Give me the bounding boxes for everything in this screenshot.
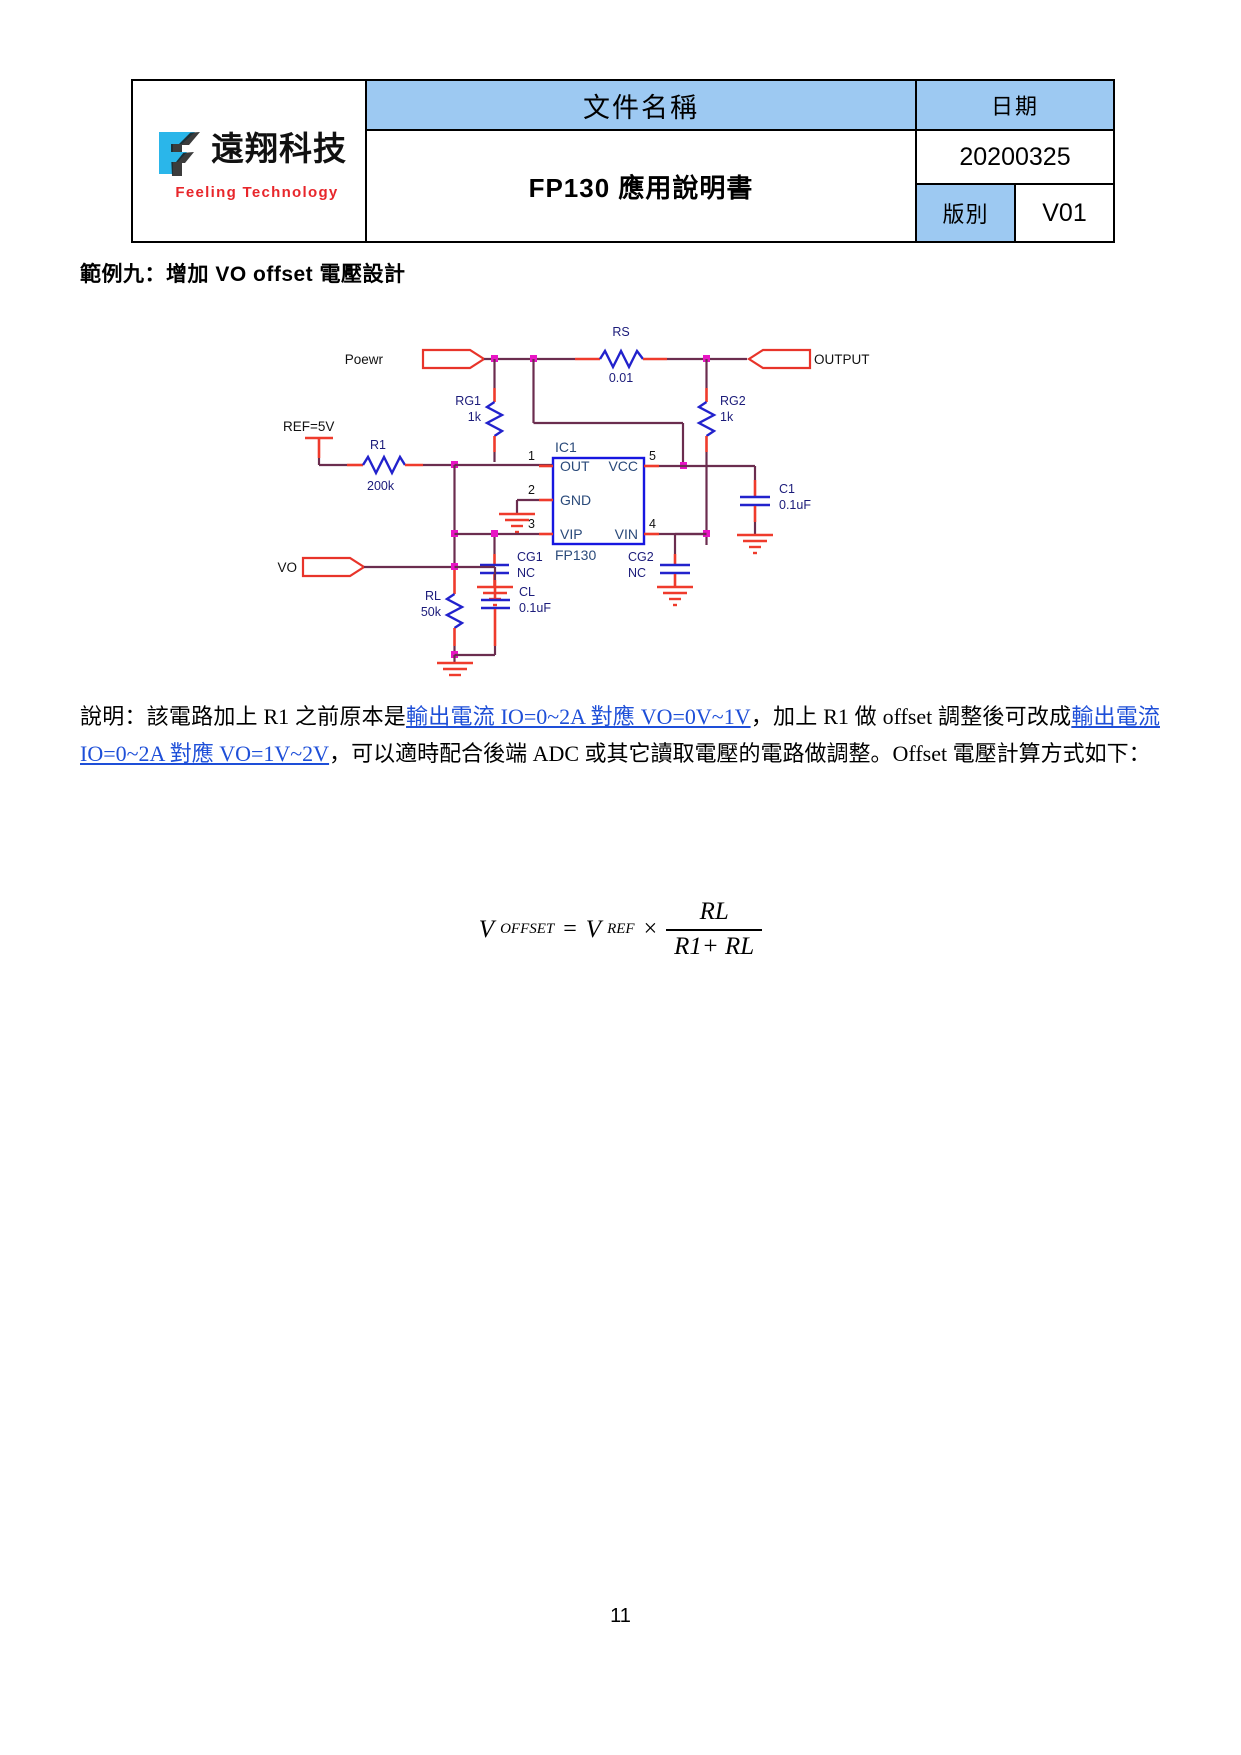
pin-4-name: VIN [615,526,638,542]
section-heading: 範例九：增加 VO offset 電壓設計 [80,263,406,286]
formula-equals: = [563,916,577,943]
label-rs-value: 0.01 [609,371,633,385]
label-c1-ref: C1 [779,482,795,496]
output-port-symbol [746,348,812,370]
logo-f-mark-icon [159,131,200,176]
resistor-rg2-symbol [696,401,717,437]
label-rl-value: 50k [421,605,442,619]
label-ic1-part: FP130 [555,547,596,563]
label-rl-ref: RL [425,589,441,603]
header-date-label: 日期 [990,94,1039,119]
formula-fraction: RL R1+ RL [666,898,763,962]
logo-chinese-name: 遠翔科技 [211,132,347,168]
label-rg2-value: 1k [720,410,734,424]
resistor-rl-symbol [444,593,465,629]
document-header-table: 遠翔科技 Feeling Technology 文件名稱 日期 FP130 應用… [131,79,1115,243]
power-port-label: Poewr [345,352,384,367]
vo-port-symbol [301,556,367,578]
label-r1-ref: R1 [370,438,386,452]
vo-port-label: VO [277,560,297,575]
ic1-body [551,456,646,546]
resistor-r1-symbol [361,454,407,476]
formula-lhs-var: V [478,915,495,943]
header-date-value: 20200325 [959,142,1071,171]
header-date-value-cell: 20200325 [915,129,1115,185]
paragraph-part-2: ，加上 R1 做 offset 調整後可改成 [750,704,1072,729]
label-c1-value: 0.1uF [779,498,811,512]
label-rg1-ref: RG1 [455,394,481,408]
pin-1-number: 1 [528,449,535,463]
pin-4-number: 4 [649,517,656,531]
logo-cell: 遠翔科技 Feeling Technology [131,79,367,243]
page-number: 11 [610,1605,631,1627]
header-doc-name-label: 文件名稱 [583,92,699,123]
label-cl-value: 0.1uF [519,601,551,615]
label-ref-5v: REF=5V [283,419,334,434]
formula-rhs-var: V [585,915,602,943]
label-cg2-value: NC [628,566,646,580]
paragraph-part-3: ，可以適時配合後端 ADC 或其它讀取電壓的電路做調整。Offset 電壓計算方… [329,741,1151,766]
label-cg1-value: NC [517,566,535,580]
junction-rg2-top [703,355,710,362]
formula-denominator: R1+ RL [674,932,755,960]
header-version-value-cell: V01 [1014,183,1115,243]
power-port-symbol [421,348,487,370]
circuit-schematic-svg: .w { stroke:#6b2d4f; stroke-width:2.2; f… [277,325,870,677]
label-r1-value: 200k [367,479,395,493]
label-rs-ref: RS [612,325,629,339]
junction-cg1 [491,530,498,537]
resistor-rs-symbol [598,348,644,370]
header-version-label: 版別 [942,202,989,227]
pin-5-number: 5 [649,449,656,463]
pin-1-name: OUT [560,458,590,474]
formula-times: × [643,916,658,943]
output-port-label: OUTPUT [814,352,870,367]
formula-rhs-subscript: REF [607,921,635,938]
label-cl-ref: CL [519,585,535,599]
formula-fraction-bar [666,928,763,931]
formula-lhs-subscript: OFFSET [500,921,555,938]
pin-3-number: 3 [528,517,535,531]
header-doc-title: FP130 應用說明書 [528,172,754,203]
formula-numerator: RL [699,898,729,925]
header-version-label-cell: 版別 [915,183,1016,243]
paragraph-part-1: 說明：該電路加上 R1 之前原本是 [80,704,407,729]
junction-vip-top [530,355,537,362]
header-date-label-cell: 日期 [915,79,1115,131]
company-logo: 遠翔科技 Feeling Technology [133,81,365,241]
header-doc-title-cell: FP130 應用說明書 [365,129,917,243]
label-cg1-ref: CG1 [517,550,543,564]
inline-link-2[interactable]: 輸出電流 IO=0~2A 對應 VO=1V~2V [80,704,1160,766]
header-doc-name-label-cell: 文件名稱 [365,79,917,131]
logo-english-name: Feeling Technology [175,183,339,201]
pin-5-name: VCC [608,458,638,474]
pin-3-name: VIP [560,526,583,542]
label-ic1-ref: IC1 [555,439,577,455]
circuit-schematic: .w { stroke:#6b2d4f; stroke-width:2.2; f… [255,310,895,680]
pin-2-number: 2 [528,483,535,497]
pin-2-name: GND [560,492,591,508]
offset-voltage-formula: V OFFSET = V REF × RL R1+ RL [0,898,1241,962]
junction-rg1-top [491,355,498,362]
label-rg2-ref: RG2 [720,394,746,408]
label-rg1-value: 1k [468,410,482,424]
header-version-value: V01 [1042,198,1087,227]
inline-link-1[interactable]: 輸出電流 IO=0~2A 對應 VO=0V~1V [406,704,751,729]
label-cg2-ref: CG2 [628,550,654,564]
explanation-paragraph: 說明：該電路加上 R1 之前原本是輸出電流 IO=0~2A 對應 VO=0V~1… [80,698,1160,772]
resistor-rg1-symbol [484,401,505,437]
